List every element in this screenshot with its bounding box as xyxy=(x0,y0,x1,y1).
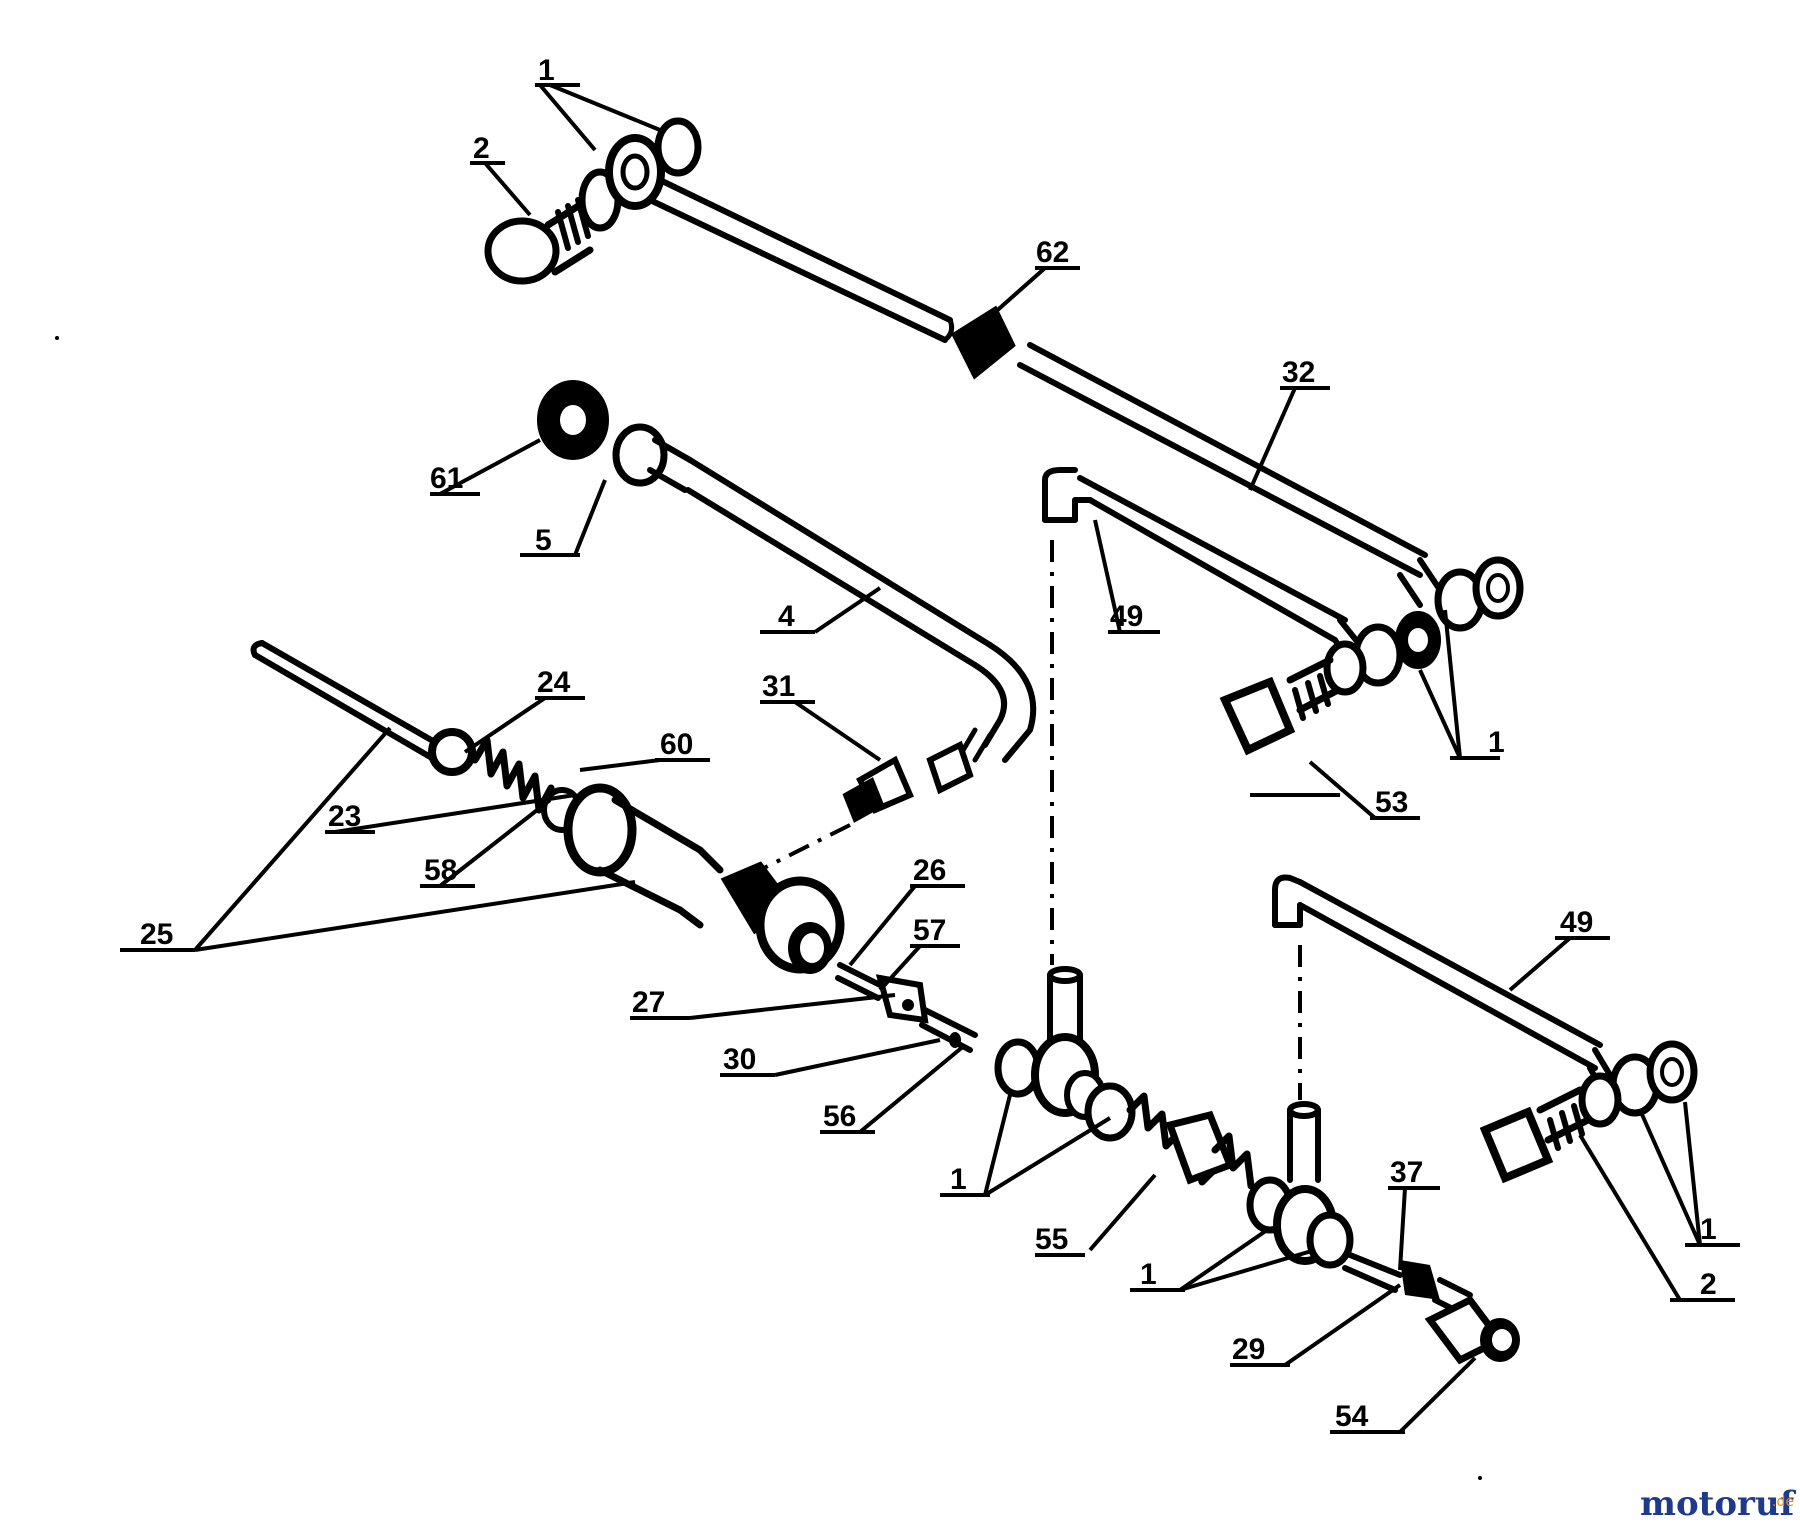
label-25: 25 xyxy=(140,918,173,951)
label-30: 30 xyxy=(723,1043,756,1076)
leader-lines xyxy=(120,83,1740,1434)
label-49-lower: 49 xyxy=(1560,906,1593,939)
label-26: 26 xyxy=(913,854,946,887)
label-1-lower-center: 1 xyxy=(1140,1258,1157,1291)
label-54: 54 xyxy=(1335,1400,1369,1433)
rod-49-lower xyxy=(1272,874,1698,1184)
label-56: 56 xyxy=(823,1100,856,1133)
bolt-53 xyxy=(1219,676,1296,756)
label-53: 53 xyxy=(1375,786,1408,819)
coupler-62 xyxy=(951,305,1016,380)
label-24: 24 xyxy=(537,666,571,699)
label-5: 5 xyxy=(535,524,552,557)
washer-top-2 xyxy=(654,117,702,177)
label-2-bottom: 2 xyxy=(1700,1268,1717,1301)
watermark-text: motoruf xyxy=(1640,1484,1797,1524)
rod-49-upper xyxy=(1042,467,1441,965)
bolt-2-bottom xyxy=(1479,1106,1554,1184)
label-55: 55 xyxy=(1035,1223,1068,1256)
rod-4-assembly xyxy=(537,380,1037,823)
label-31: 31 xyxy=(762,670,795,703)
jet-30 xyxy=(875,974,929,1024)
label-1-center: 1 xyxy=(950,1163,967,1196)
label-61: 61 xyxy=(430,462,463,495)
label-2-top: 2 xyxy=(473,132,490,165)
label-37: 37 xyxy=(1390,1156,1423,1189)
label-1-top: 1 xyxy=(538,54,555,87)
washer-c2 xyxy=(1084,1082,1136,1142)
part-labels: 1 2 62 32 61 5 4 49 1 53 31 24 60 23 58 … xyxy=(140,54,1717,1433)
watermark-logo: motoruf .de xyxy=(1640,1484,1797,1524)
label-62: 62 xyxy=(1036,236,1069,269)
nut-24 xyxy=(428,728,476,776)
label-29: 29 xyxy=(1232,1333,1265,1366)
label-60: 60 xyxy=(660,728,693,761)
label-32: 32 xyxy=(1282,356,1315,389)
lower-left-assembly xyxy=(250,640,978,1053)
bolt-head-2-top xyxy=(484,217,560,285)
label-57: 57 xyxy=(913,914,946,947)
label-1-lower-right: 1 xyxy=(1700,1213,1717,1246)
label-1-upper-right: 1 xyxy=(1488,726,1505,759)
center-banjo-assembly xyxy=(994,966,1520,1365)
label-4: 4 xyxy=(778,600,795,633)
top-rod-assembly xyxy=(484,117,1524,632)
label-23: 23 xyxy=(328,800,361,833)
watermark-suffix: .de xyxy=(1772,1494,1794,1510)
label-27: 27 xyxy=(632,986,665,1019)
label-49-upper: 49 xyxy=(1110,600,1143,633)
label-58: 58 xyxy=(424,854,457,887)
